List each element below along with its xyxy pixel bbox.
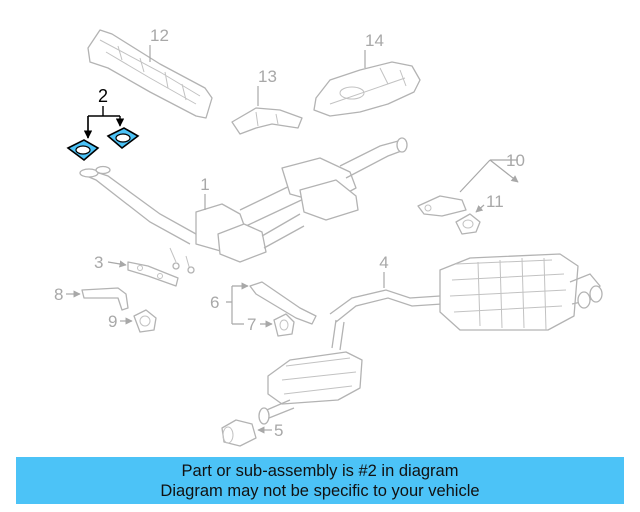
leader-3 xyxy=(107,260,127,268)
muffler-part-4 xyxy=(329,253,603,351)
leader-6 xyxy=(226,286,248,324)
insulator-part-9 xyxy=(133,309,157,333)
bracket-part-8 xyxy=(81,287,129,311)
insulator-part-11 xyxy=(455,213,481,235)
label-9: 9 xyxy=(108,312,117,331)
label-8: 8 xyxy=(54,285,63,304)
insulator-part-7 xyxy=(273,313,295,337)
label-1: 1 xyxy=(200,175,209,194)
shield-part-14 xyxy=(313,61,421,117)
label-5: 5 xyxy=(274,421,283,440)
clamp-part-5 xyxy=(221,419,257,447)
parts-diagram: 12 14 13 2 1 xyxy=(54,26,603,447)
hanger-part-10 xyxy=(417,195,467,217)
label-6: 6 xyxy=(210,293,219,312)
label-11: 11 xyxy=(486,192,504,211)
info-banner: Part or sub-assembly is #2 in diagram Di… xyxy=(16,457,624,504)
label-12: 12 xyxy=(150,26,169,45)
heat-shield-part-12 xyxy=(87,29,213,119)
banner-line-1: Part or sub-assembly is #2 in diagram xyxy=(181,461,459,480)
center-muffler xyxy=(258,351,363,425)
label-7: 7 xyxy=(247,315,256,334)
leader-11 xyxy=(475,204,485,213)
label-3: 3 xyxy=(94,253,103,272)
hanger-part-6 xyxy=(249,281,317,325)
label-13: 13 xyxy=(258,67,277,86)
front-pipe-part-1 xyxy=(79,137,408,274)
label-4: 4 xyxy=(379,253,388,272)
label-10: 10 xyxy=(506,151,525,170)
gasket-part-2 xyxy=(66,127,140,162)
leader-2 xyxy=(87,106,120,138)
label-2: 2 xyxy=(98,86,108,106)
leader-10 xyxy=(459,159,518,193)
banner-line-2: Diagram may not be specific to your vehi… xyxy=(160,481,480,500)
bracket-part-3 xyxy=(127,261,179,287)
bracket-part-13 xyxy=(231,107,303,135)
label-14: 14 xyxy=(365,31,384,50)
